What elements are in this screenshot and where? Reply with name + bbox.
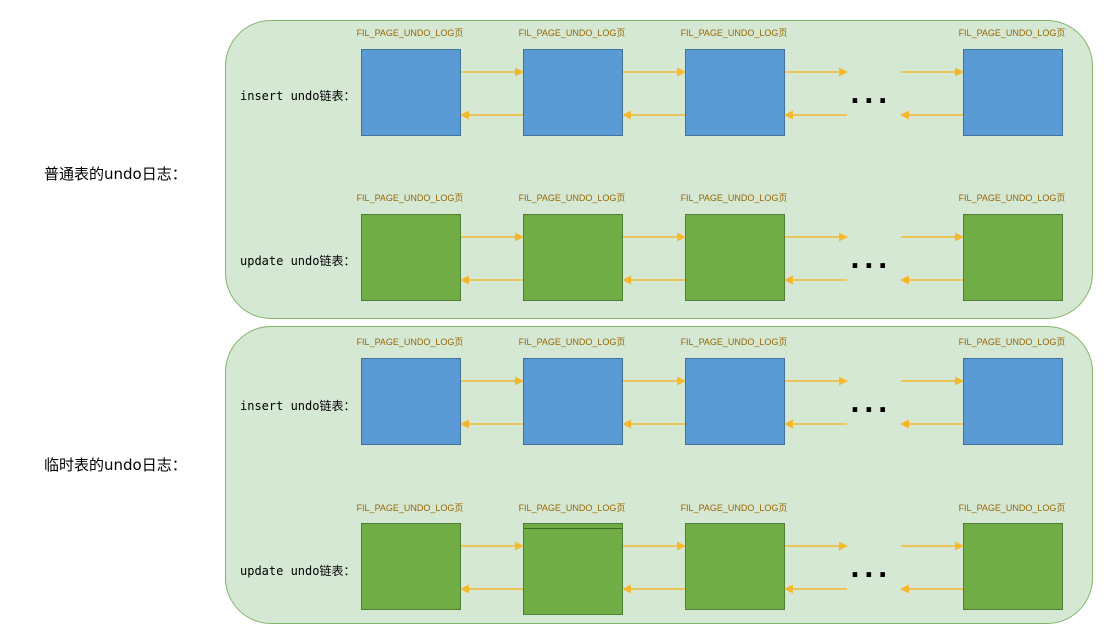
page-label: FIL_PAGE_UNDO_LOG页	[680, 337, 788, 347]
box-inner-line	[524, 528, 622, 529]
page-label: FIL_PAGE_UNDO_LOG页	[356, 337, 464, 347]
page-label: FIL_PAGE_UNDO_LOG页	[518, 337, 626, 347]
undo-page-box	[685, 523, 785, 610]
undo-page-box	[685, 49, 785, 136]
undo-page-box	[523, 49, 623, 136]
update-undo-chain-label: update undo链表：	[240, 564, 356, 578]
regular-table-undo-label: 普通表的undo日志：	[44, 165, 187, 183]
page-label: FIL_PAGE_UNDO_LOG页	[356, 28, 464, 38]
ellipsis: ...	[850, 245, 892, 275]
page-label: FIL_PAGE_UNDO_LOG页	[958, 193, 1066, 203]
page-label: FIL_PAGE_UNDO_LOG页	[680, 28, 788, 38]
ellipsis: ...	[850, 80, 892, 110]
undo-page-box	[963, 49, 1063, 136]
undo-page-box	[523, 523, 623, 615]
undo-page-box	[685, 214, 785, 301]
page-label: FIL_PAGE_UNDO_LOG页	[356, 503, 464, 513]
insert-undo-chain-label: insert undo链表：	[240, 399, 356, 413]
undo-page-box	[963, 214, 1063, 301]
insert-undo-chain-label: insert undo链表：	[240, 89, 356, 103]
page-label: FIL_PAGE_UNDO_LOG页	[518, 28, 626, 38]
update-undo-chain-label: update undo链表：	[240, 254, 356, 268]
page-label: FIL_PAGE_UNDO_LOG页	[356, 193, 464, 203]
page-label: FIL_PAGE_UNDO_LOG页	[518, 503, 626, 513]
page-label: FIL_PAGE_UNDO_LOG页	[518, 193, 626, 203]
page-label: FIL_PAGE_UNDO_LOG页	[680, 503, 788, 513]
page-label: FIL_PAGE_UNDO_LOG页	[680, 193, 788, 203]
undo-page-box	[361, 523, 461, 610]
page-label: FIL_PAGE_UNDO_LOG页	[958, 337, 1066, 347]
undo-page-box	[685, 358, 785, 445]
undo-page-box	[523, 214, 623, 301]
undo-page-box	[963, 358, 1063, 445]
page-label: FIL_PAGE_UNDO_LOG页	[958, 503, 1066, 513]
undo-page-box	[361, 214, 461, 301]
ellipsis: ...	[850, 389, 892, 419]
undo-page-box	[361, 49, 461, 136]
ellipsis: ...	[850, 554, 892, 584]
undo-page-box	[523, 358, 623, 445]
page-label: FIL_PAGE_UNDO_LOG页	[958, 28, 1066, 38]
undo-page-box	[963, 523, 1063, 610]
temp-table-undo-label: 临时表的undo日志：	[44, 456, 187, 474]
undo-page-box	[361, 358, 461, 445]
